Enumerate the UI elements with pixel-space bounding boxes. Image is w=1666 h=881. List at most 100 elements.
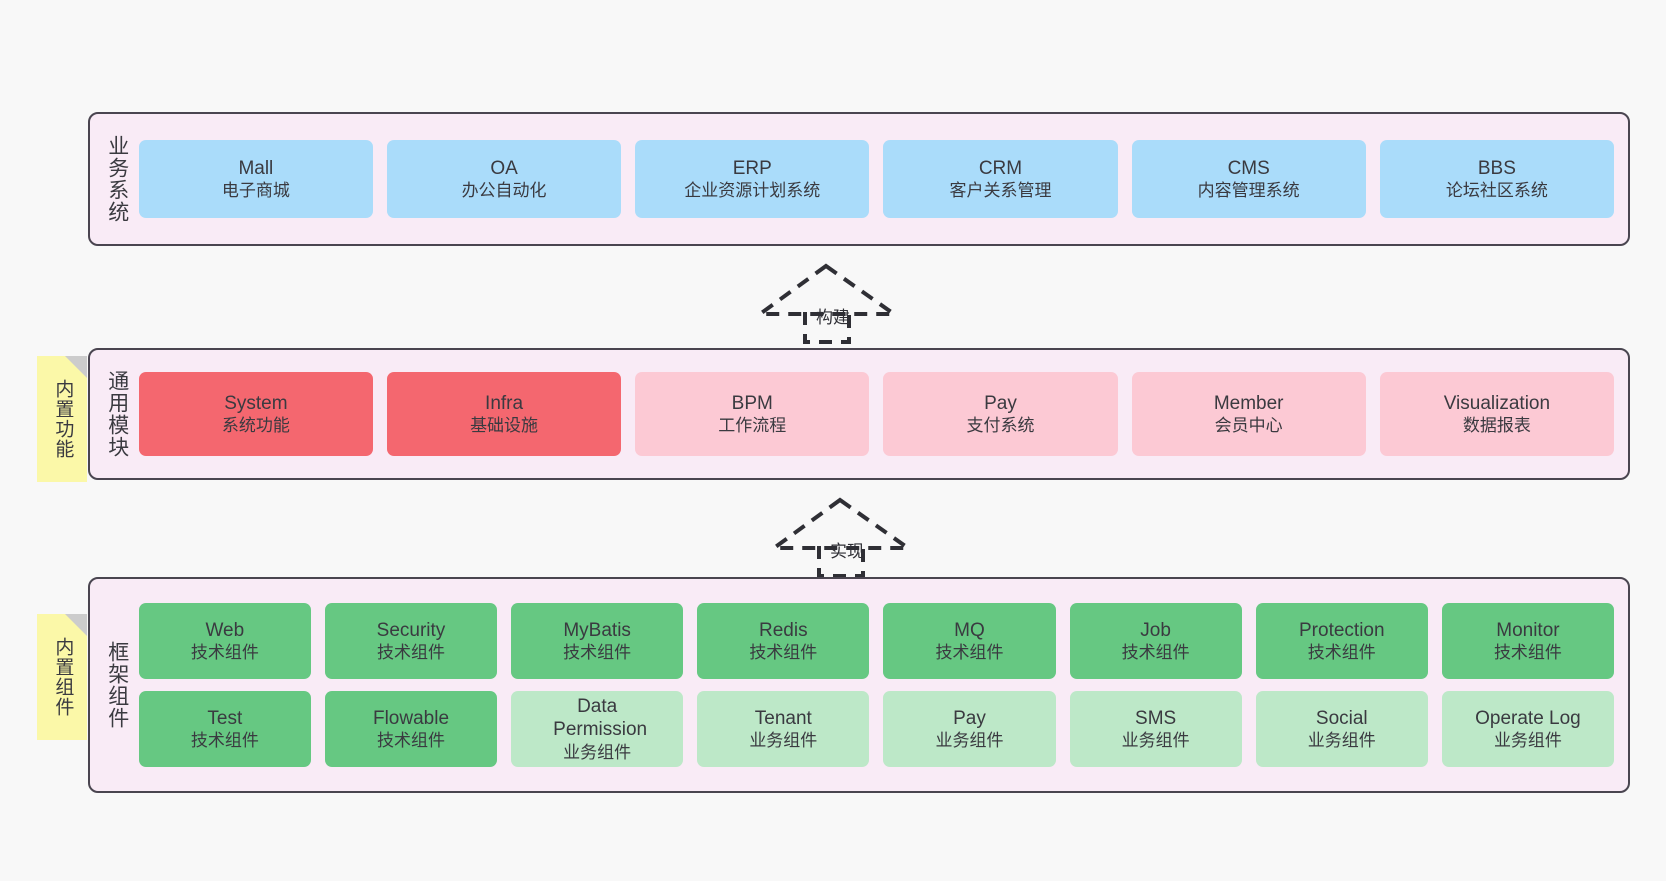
- common-module-rows: System 系统功能 Infra 基础设施 BPM 工作流程 Pay 支付系统…: [135, 372, 1628, 456]
- card-subtitle: 业务组件: [935, 731, 1004, 751]
- card-title: Pay: [984, 392, 1017, 414]
- card-web[interactable]: Web 技术组件: [138, 603, 311, 679]
- card-infra[interactable]: Infra 基础设施: [386, 372, 622, 456]
- connector-realize-label: 实现: [830, 542, 864, 561]
- card-subtitle: 技术组件: [935, 643, 1004, 663]
- card-subtitle: 企业资源计划系统: [684, 181, 821, 201]
- card-flowable[interactable]: Flowable 技术组件: [324, 691, 498, 767]
- card-title: MyBatis: [563, 619, 631, 641]
- card-title: Operate Log: [1475, 707, 1581, 729]
- panel-label-framework-component: 框架组件: [105, 641, 129, 729]
- card-subtitle: 技术组件: [749, 643, 818, 663]
- card-system[interactable]: System 系统功能: [138, 372, 373, 456]
- connector-realize: 实现: [767, 496, 915, 578]
- card-erp[interactable]: ERP 企业资源计划系统: [635, 140, 870, 218]
- card-title: Job: [1140, 619, 1171, 641]
- card-title: System: [224, 392, 288, 414]
- card-title: Social: [1315, 707, 1368, 729]
- card-pay-module[interactable]: Pay 支付系统: [883, 372, 1118, 456]
- note-builtin-features: 内置功能: [37, 356, 87, 482]
- panel-label-common-module: 通用模块: [105, 370, 129, 458]
- card-subtitle: 论坛社区系统: [1445, 181, 1548, 201]
- card-member[interactable]: Member 会员中心: [1131, 372, 1366, 456]
- card-subtitle: 技术组件: [1121, 643, 1190, 663]
- connector-realize-glyph: [767, 497, 915, 578]
- card-title: Tenant: [754, 707, 812, 729]
- card-protection[interactable]: Protection 技术组件: [1255, 603, 1428, 679]
- card-title: Redis: [759, 619, 808, 641]
- connector-build-glyph: [753, 263, 901, 344]
- card-title: Infra: [485, 392, 524, 414]
- panel-label-business-system: 业务系统: [105, 135, 129, 223]
- card-mall[interactable]: Mall 电子商城: [138, 140, 373, 218]
- card-subtitle: 技术组件: [190, 643, 259, 663]
- card-title: CMS: [1227, 157, 1270, 179]
- card-title: CRM: [978, 157, 1023, 179]
- panel-common-module: 通用模块 System 系统功能 Infra 基础设施 BPM 工作流程 Pay…: [88, 348, 1630, 480]
- card-redis[interactable]: Redis 技术组件: [697, 603, 870, 679]
- card-subtitle: 技术组件: [1307, 643, 1376, 663]
- card-mq[interactable]: MQ 技术组件: [883, 603, 1056, 679]
- card-title: MQ: [954, 619, 985, 641]
- card-subtitle: 技术组件: [377, 731, 445, 751]
- card-tenant[interactable]: Tenant 业务组件: [697, 691, 870, 767]
- note-fold-corner-icon: [65, 614, 87, 636]
- card-visualization[interactable]: Visualization 数据报表: [1379, 372, 1614, 456]
- connector-build-label: 构建: [816, 308, 850, 327]
- business-system-row: Mall 电子商城 OA 办公自动化 ERP 企业资源计划系统 CRM 客户关系…: [138, 140, 1614, 218]
- card-subtitle: 业务组件: [749, 731, 818, 751]
- card-subtitle: 内容管理系统: [1197, 181, 1300, 201]
- card-subtitle: 电子商城: [221, 181, 290, 201]
- card-test[interactable]: Test 技术组件: [138, 691, 311, 767]
- card-data-permission[interactable]: Data Permission 业务组件: [511, 691, 684, 767]
- card-subtitle: 业务组件: [1307, 731, 1376, 751]
- card-social[interactable]: Social 业务组件: [1255, 691, 1428, 767]
- connector-build: 构建: [753, 262, 901, 344]
- framework-component-row-business: Test 技术组件 Flowable 技术组件 Data Permission …: [138, 691, 1615, 767]
- card-subtitle: 工作流程: [718, 416, 787, 436]
- card-cms[interactable]: CMS 内容管理系统: [1131, 140, 1366, 218]
- card-title: Visualization: [1443, 392, 1551, 414]
- card-title: Member: [1213, 392, 1284, 414]
- card-subtitle: 业务组件: [563, 743, 632, 763]
- card-title: Test: [207, 707, 243, 729]
- common-module-row: System 系统功能 Infra 基础设施 BPM 工作流程 Pay 支付系统…: [138, 372, 1614, 456]
- note-builtin-components-text: 内置组件: [52, 637, 74, 717]
- card-security[interactable]: Security 技术组件: [324, 603, 498, 679]
- card-mybatis[interactable]: MyBatis 技术组件: [511, 603, 684, 679]
- card-bpm[interactable]: BPM 工作流程: [635, 372, 870, 456]
- card-monitor[interactable]: Monitor 技术组件: [1441, 603, 1615, 679]
- card-subtitle: 基础设施: [470, 416, 539, 436]
- card-title: ERP: [732, 157, 772, 179]
- card-title: Monitor: [1496, 619, 1560, 641]
- card-oa[interactable]: OA 办公自动化: [386, 140, 622, 218]
- card-subtitle: 系统功能: [221, 416, 290, 436]
- card-title: OA: [490, 157, 518, 179]
- card-subtitle: 业务组件: [1493, 731, 1562, 751]
- card-operate-log[interactable]: Operate Log 业务组件: [1441, 691, 1615, 767]
- card-subtitle: 技术组件: [1493, 643, 1562, 663]
- card-subtitle: 支付系统: [966, 416, 1035, 436]
- card-pay-component[interactable]: Pay 业务组件: [883, 691, 1056, 767]
- card-job[interactable]: Job 技术组件: [1069, 603, 1242, 679]
- card-crm[interactable]: CRM 客户关系管理: [883, 140, 1118, 218]
- card-bbs[interactable]: BBS 论坛社区系统: [1379, 140, 1614, 218]
- card-title: Mall: [238, 157, 274, 179]
- panel-business-system: 业务系统 Mall 电子商城 OA 办公自动化 ERP 企业资源计划系统 CRM…: [88, 112, 1630, 246]
- card-title: BPM: [731, 392, 773, 414]
- card-subtitle: 客户关系管理: [949, 181, 1052, 201]
- note-fold-corner-icon: [65, 356, 87, 378]
- card-sms[interactable]: SMS 业务组件: [1069, 691, 1242, 767]
- card-subtitle: 技术组件: [377, 643, 445, 663]
- card-title: Pay: [953, 707, 986, 729]
- card-subtitle: 业务组件: [1121, 731, 1190, 751]
- card-subtitle: 办公自动化: [461, 181, 547, 201]
- panel-framework-component: 框架组件 Web 技术组件 Security 技术组件 MyBatis 技术组件…: [88, 577, 1630, 793]
- card-title: Protection: [1299, 619, 1385, 641]
- card-subtitle: 数据报表: [1462, 416, 1531, 436]
- framework-component-row-tech: Web 技术组件 Security 技术组件 MyBatis 技术组件 Redi…: [138, 603, 1615, 679]
- note-builtin-features-text: 内置功能: [52, 379, 74, 459]
- card-subtitle: 技术组件: [563, 643, 632, 663]
- card-subtitle: 技术组件: [190, 731, 259, 751]
- card-title: Web: [205, 619, 245, 641]
